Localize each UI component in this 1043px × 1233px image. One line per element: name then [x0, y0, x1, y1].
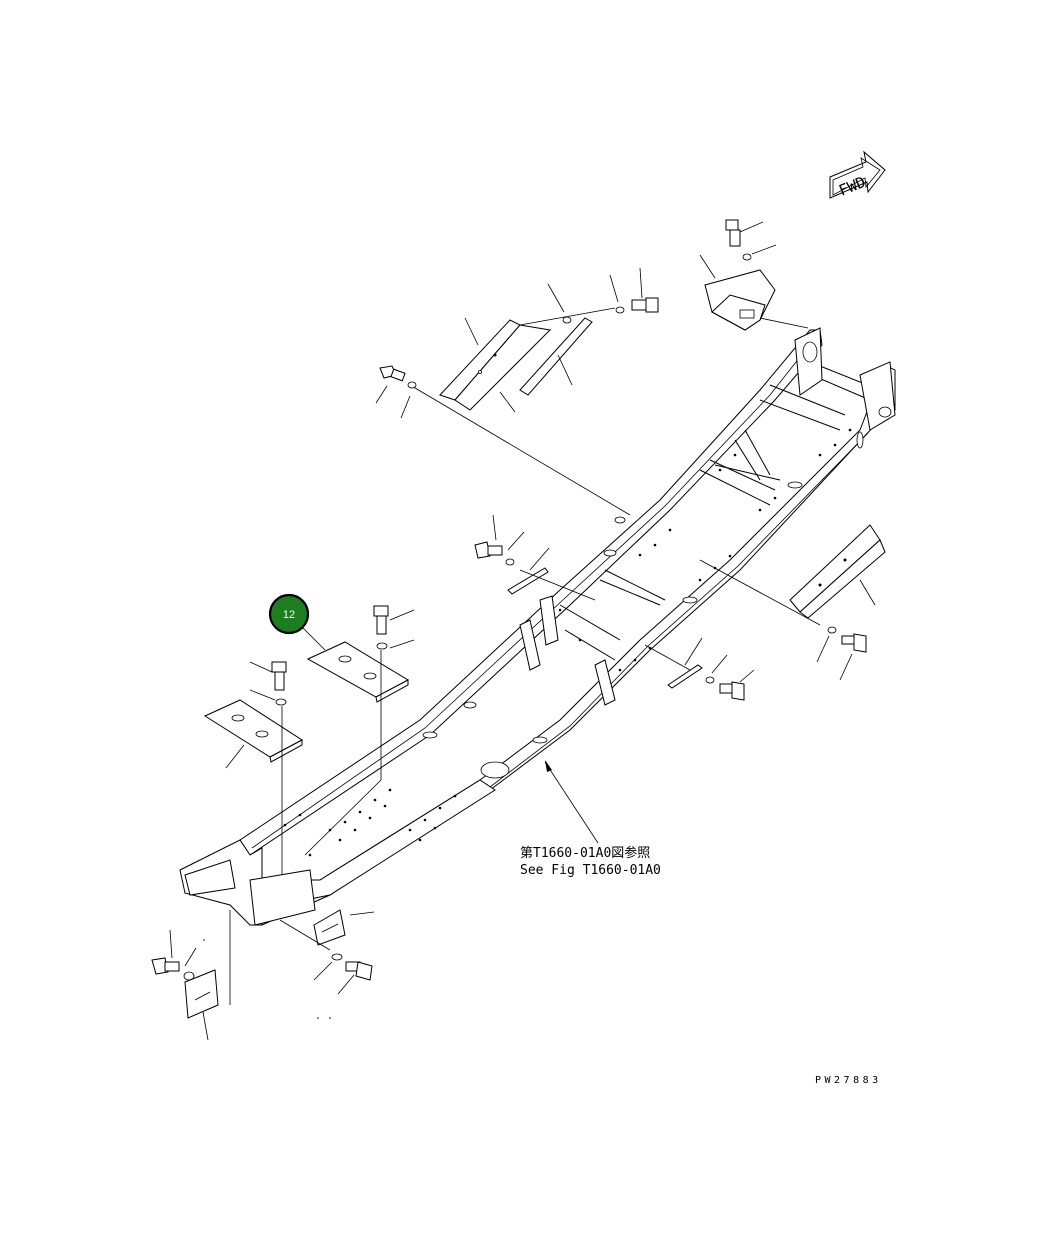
bolt-icon: [841, 633, 867, 653]
bolt-icon: [474, 541, 503, 559]
pin-icon: [667, 664, 703, 689]
bolt-icon: [151, 957, 180, 975]
bolt-icon: [373, 605, 389, 635]
washer-icon: [742, 253, 752, 261]
cover-plate-small: [313, 909, 346, 946]
bolt-icon: [719, 681, 745, 701]
callout-badge[interactable]: 12: [268, 593, 310, 635]
washer-icon: [705, 676, 715, 684]
track-frame: [179, 327, 896, 926]
cover-plate-small: [184, 969, 219, 1019]
fwd-arrow-icon: FWD: [829, 150, 886, 200]
bolt-icon: [631, 297, 659, 313]
cover-plates: [203, 605, 415, 875]
side-guard-right: [699, 524, 886, 681]
washer-icon: [562, 316, 572, 324]
bolt-icon: [345, 961, 373, 981]
washer-icon: [331, 953, 343, 961]
bolt-icon: [725, 219, 741, 247]
bottom-fasteners: [151, 909, 375, 1041]
reference-text-en: See Fig T1660-01A0: [520, 863, 661, 878]
drawing-code: PW27883: [815, 1075, 882, 1086]
upper-guard-assembly: [375, 267, 659, 516]
washer-icon: [407, 381, 417, 389]
washer-icon: [505, 558, 515, 566]
washer-icon: [275, 698, 287, 706]
bolt-icon: [379, 365, 406, 382]
rivet-holes: [283, 428, 852, 857]
reference-text-jp: 第T1660-01A0図参照: [520, 845, 650, 861]
washer-icon: [615, 306, 625, 314]
middle-fasteners: [474, 514, 755, 701]
callout-number: 12: [283, 609, 295, 621]
bolt-icon: [271, 661, 287, 691]
reference-leader: 第T1660-01A0図参照 See Fig T1660-01A0: [520, 760, 661, 878]
pin-icon: [507, 567, 549, 595]
front-bracket: [699, 219, 809, 331]
washer-icon: [376, 642, 388, 650]
washer-icon: [827, 626, 837, 634]
